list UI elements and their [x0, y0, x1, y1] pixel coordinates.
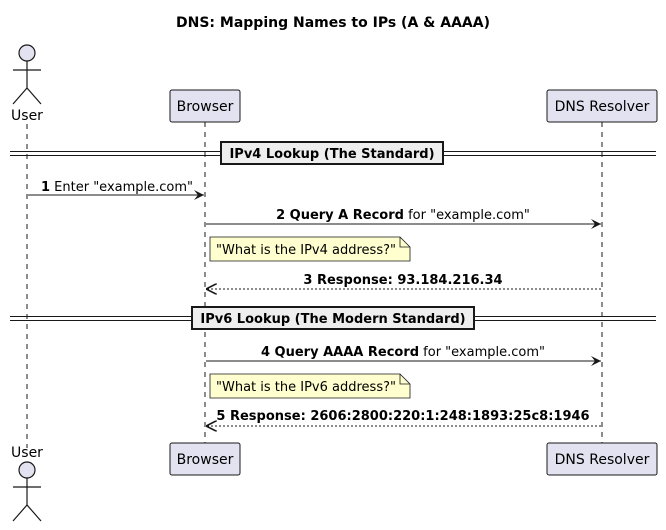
- note-ipv4-question: "What is the IPv4 address?": [209, 236, 411, 262]
- separator-label: IPv4 Lookup (The Standard): [229, 147, 434, 162]
- message-label: 3 Response: 93.184.216.34: [303, 273, 502, 288]
- message-3: 3 Response: 93.184.216.34: [206, 273, 601, 289]
- note-ipv6-question: "What is the IPv6 address?": [209, 373, 411, 399]
- participant-label: Browser: [177, 99, 234, 115]
- participant-user-top: User: [11, 44, 43, 124]
- participant-resolver-top: DNS Resolver: [546, 89, 658, 123]
- participant-browser-bottom: Browser: [169, 442, 241, 476]
- separator-ipv6: IPv6 Lookup (The Modern Standard): [10, 306, 656, 330]
- separator-ipv4: IPv4 Lookup (The Standard): [10, 141, 656, 165]
- actor-icon: [12, 44, 42, 105]
- note-text: "What is the IPv6 address?": [216, 380, 396, 395]
- participant-user-bottom: User: [11, 445, 43, 522]
- separator-label: IPv6 Lookup (The Modern Standard): [200, 312, 465, 327]
- message-2: 2 Query A Record for "example.com": [206, 208, 601, 229]
- message-label: 1 Enter "example.com": [41, 180, 193, 195]
- participant-label: DNS Resolver: [555, 452, 650, 468]
- message-5: 5 Response: 2606:2800:220:1:248:1893:25c…: [206, 409, 601, 426]
- message-label: 2 Query A Record for "example.com": [276, 208, 530, 223]
- note-text: "What is the IPv4 address?": [216, 243, 396, 258]
- participant-label: User: [11, 108, 43, 124]
- participant-browser-top: Browser: [169, 89, 241, 123]
- participant-resolver-bottom: DNS Resolver: [546, 442, 658, 476]
- participant-label: Browser: [177, 452, 234, 468]
- participant-label: User: [11, 445, 43, 461]
- message-label: 5 Response: 2606:2800:220:1:248:1893:25c…: [216, 409, 589, 424]
- message-4: 4 Query AAAA Record for "example.com": [206, 345, 601, 366]
- diagram-title: DNS: Mapping Names to IPs (A & AAAA): [176, 15, 490, 31]
- participant-label: DNS Resolver: [555, 99, 650, 115]
- message-1: 1 Enter "example.com": [28, 180, 204, 200]
- message-label: 4 Query AAAA Record for "example.com": [261, 345, 545, 360]
- actor-icon: [12, 461, 42, 522]
